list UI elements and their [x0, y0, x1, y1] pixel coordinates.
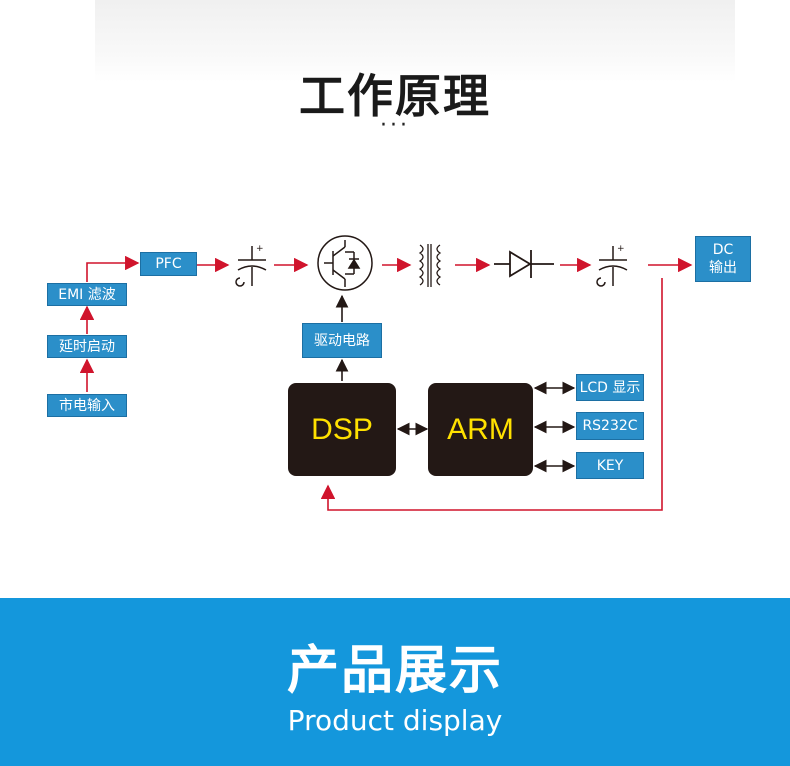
delay-start-box: 延时启动: [47, 335, 127, 358]
lcd-display-box: LCD 显示: [576, 374, 644, 401]
arrow-emi-to-pfc: [86, 255, 140, 282]
feedback-loop: [320, 278, 663, 511]
faded-header-image: [95, 0, 735, 82]
drive-circuit-label: 驱动电路: [314, 332, 370, 349]
banner-title: 产品展示: [286, 641, 503, 701]
arm-processor-block: ARM: [428, 383, 533, 476]
banner-subtitle: Product display: [287, 704, 503, 737]
dsp-processor-block: DSP: [288, 383, 396, 476]
title-dots: ···: [380, 113, 410, 138]
dc-output-box: DC 输出: [695, 236, 751, 282]
key-box: KEY: [576, 452, 644, 479]
section-title: 工作原理: [299, 69, 491, 123]
diagram-connectors: +: [79, 235, 693, 511]
dc-output-label-line2: 输出: [709, 260, 737, 276]
diode-symbol: [494, 250, 554, 278]
mains-input-box: 市电输入: [47, 394, 127, 417]
igbt-switch-symbol: [317, 235, 373, 291]
drive-circuit-box: 驱动电路: [302, 323, 382, 358]
product-display-banner: [0, 598, 790, 766]
rs232c-box: RS232C: [576, 412, 644, 440]
svg-text:+: +: [256, 244, 264, 254]
capacitor-1-symbol: +: [235, 244, 267, 287]
emi-filter-box: EMI 滤波: [47, 283, 127, 306]
working-principle-diagram: +: [47, 235, 751, 511]
transformer-symbol: [418, 244, 442, 287]
pfc-box: PFC: [140, 252, 197, 276]
dc-output-label-line1: DC: [712, 242, 734, 258]
svg-text:+: +: [617, 244, 625, 254]
capacitor-2-symbol: +: [596, 244, 628, 287]
